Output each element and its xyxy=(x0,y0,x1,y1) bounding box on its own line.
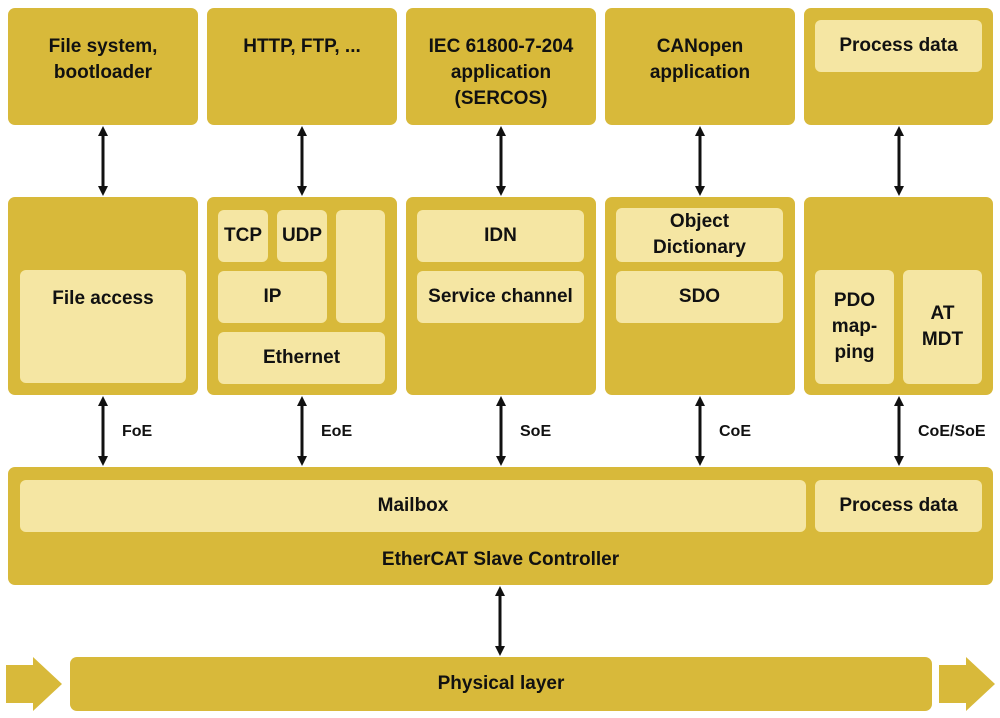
udp-inner: UDP xyxy=(277,210,327,262)
ip-inner: IP xyxy=(218,271,327,323)
pdo-mapping-inner: PDO map- ping xyxy=(815,270,894,384)
foe-label: FoE xyxy=(122,423,153,440)
iec-application-box xyxy=(406,8,596,125)
process-data-app-inner: Process data xyxy=(815,20,982,72)
ethernet-extra-slot xyxy=(336,210,385,323)
ethernet-inner: Ethernet xyxy=(218,332,385,384)
mailbox-inner: Mailbox xyxy=(20,480,806,532)
file-system-bootloader-box xyxy=(8,8,198,125)
idn-inner: IDN xyxy=(417,210,584,262)
physical-layer-box xyxy=(70,657,932,711)
right-flow-arrow xyxy=(939,657,995,711)
coe-label: CoE xyxy=(719,423,751,440)
controller-title: EtherCAT Slave Controller xyxy=(381,549,620,570)
canopen-application-box xyxy=(605,8,795,125)
file-access-inner: File access xyxy=(20,270,186,383)
left-flow-arrow xyxy=(6,657,62,711)
controller-process-data-inner: Process data xyxy=(815,480,982,532)
physical-layer-label: Physical layer xyxy=(437,673,565,694)
iec-application-label: IEC 61800-7-204 application (SERCOS) xyxy=(428,36,574,109)
soe-label: SoE xyxy=(520,423,552,440)
eoe-label: EoE xyxy=(321,423,353,440)
sdo-inner: SDO xyxy=(616,271,783,323)
tcp-inner: TCP xyxy=(218,210,268,262)
canopen-application-label: CANopen application xyxy=(649,36,751,83)
file-system-bootloader-label: File system, bootloader xyxy=(48,36,158,83)
object-dictionary-inner: Object Dictionary xyxy=(616,208,783,262)
at-mdt-inner: AT MDT xyxy=(903,270,982,384)
service-channel-inner: Service channel xyxy=(417,271,584,323)
http-ftp-label: HTTP, FTP, ... xyxy=(243,36,361,57)
coe-soe-label: CoE/SoE xyxy=(918,423,986,440)
http-ftp-box xyxy=(207,8,397,125)
